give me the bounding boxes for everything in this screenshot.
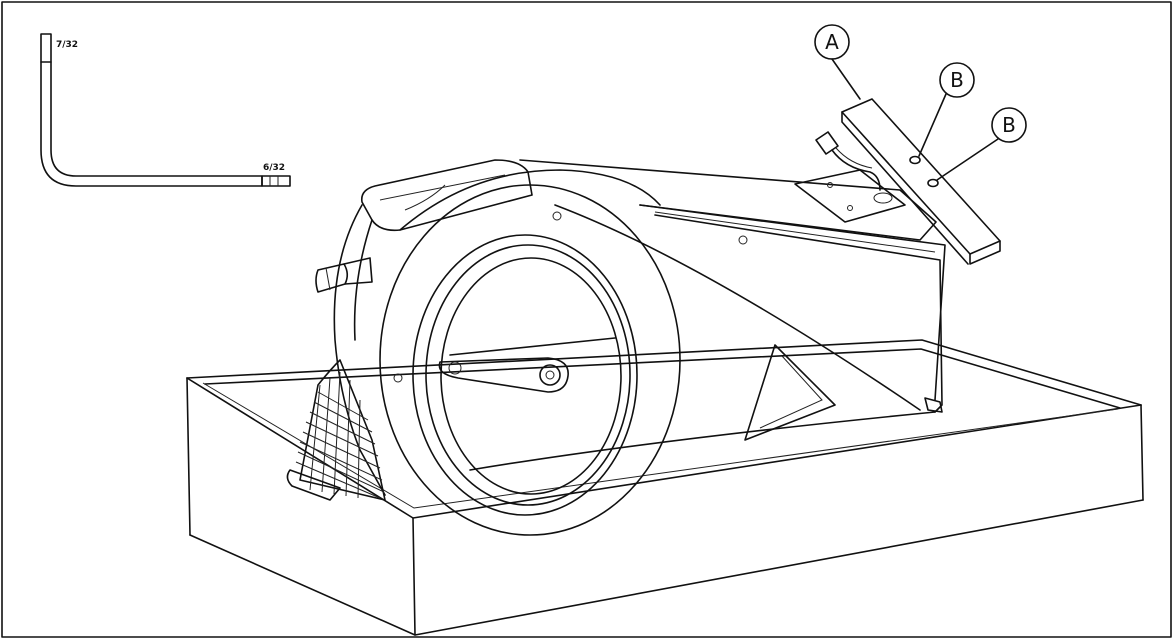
front-handle-block bbox=[360, 159, 533, 232]
flywheel-ring-inner bbox=[440, 257, 622, 495]
callout-b2-label: B bbox=[1002, 113, 1016, 137]
callout-b1: B bbox=[918, 62, 975, 157]
rear-housing bbox=[654, 214, 943, 413]
callout-b2-leader bbox=[936, 138, 999, 181]
flywheel-ring-outer bbox=[412, 234, 638, 516]
hex-key-body bbox=[40, 61, 263, 187]
sensor-cable bbox=[815, 131, 881, 191]
flywheel-ring-middle bbox=[425, 244, 631, 506]
flywheel-divider bbox=[449, 337, 616, 356]
rear-mount-bracket bbox=[794, 169, 906, 223]
box-right-edge bbox=[1140, 404, 1144, 501]
box-back-rim bbox=[186, 339, 1142, 406]
rear-foot bbox=[924, 397, 943, 413]
part-a-board bbox=[841, 98, 1001, 265]
box-bottom-edge bbox=[189, 499, 1144, 636]
callout-a: A bbox=[814, 24, 861, 100]
cover-screw bbox=[738, 235, 748, 245]
front-shroud-inner bbox=[353, 219, 373, 341]
front-foot bbox=[286, 469, 341, 501]
belt-cover-top bbox=[554, 204, 921, 411]
hex-key-long-size: 7/32 bbox=[56, 40, 78, 50]
resistance-knob bbox=[315, 257, 373, 293]
callout-b1-label: B bbox=[950, 68, 964, 92]
crank-arm bbox=[438, 357, 569, 393]
part-b-hole bbox=[927, 178, 939, 188]
rear-rail-top bbox=[519, 159, 937, 241]
box-left-edge bbox=[186, 377, 191, 536]
cover-screw bbox=[552, 211, 562, 221]
hex-key-short-size: 6/32 bbox=[263, 163, 285, 173]
lower-housing-recess bbox=[744, 344, 836, 441]
hex-key-short-tip bbox=[261, 175, 291, 187]
front-shroud-outer bbox=[333, 204, 386, 496]
rear-rail-side bbox=[639, 204, 946, 401]
callout-a-leader bbox=[831, 58, 861, 100]
callout-b1-leader bbox=[918, 93, 947, 157]
main-cover-top bbox=[399, 169, 661, 231]
exercise-machine bbox=[286, 131, 946, 536]
part-b-hole bbox=[909, 155, 921, 165]
callout-a-label: A bbox=[825, 30, 839, 54]
hex-key-long-tip bbox=[40, 33, 52, 63]
callout-b2: B bbox=[936, 107, 1027, 181]
hex-key: 7/32 6/32 bbox=[40, 33, 291, 187]
belt-cover-bottom bbox=[469, 411, 936, 471]
cover-screw bbox=[393, 373, 403, 383]
front-base-hatching bbox=[295, 359, 386, 501]
main-cover-outline bbox=[379, 184, 681, 536]
box-front-edge bbox=[412, 517, 416, 636]
